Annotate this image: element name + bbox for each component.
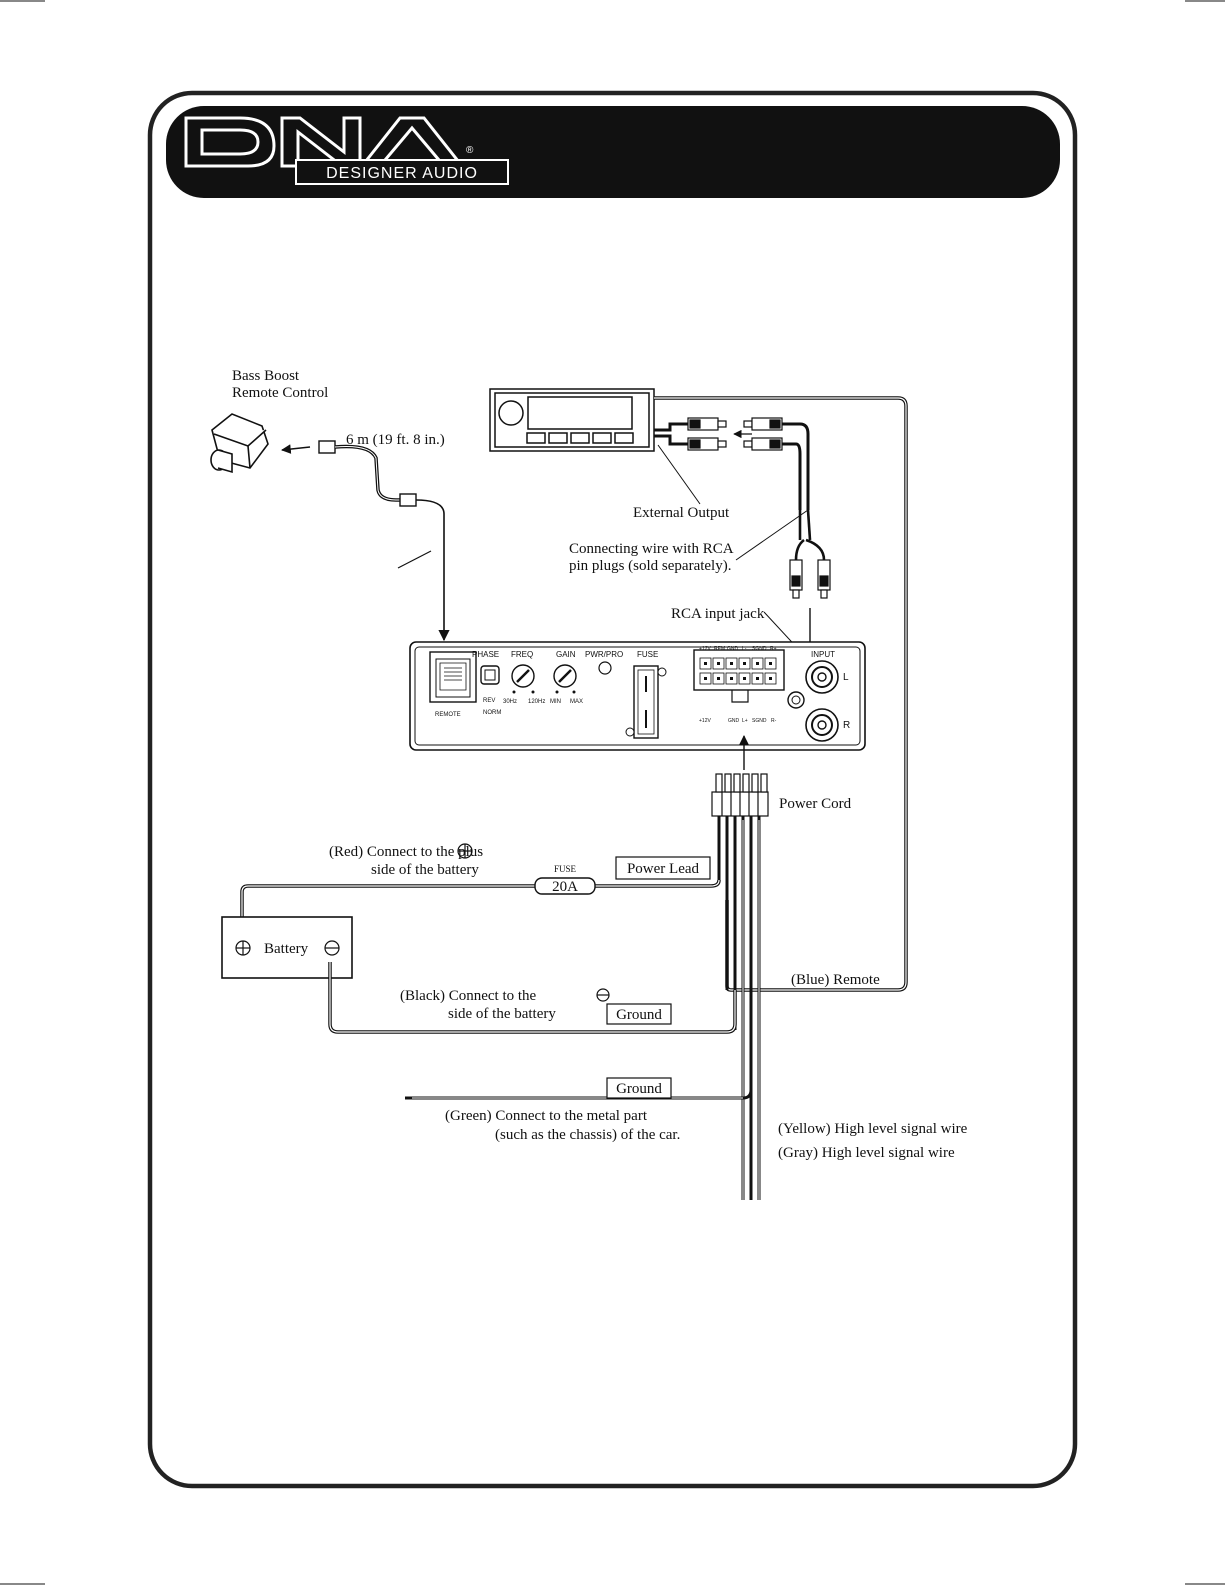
pin-top-4: L- [742,646,747,652]
cable-length-label: 6 m (19 ft. 8 in.) [346,432,445,448]
ground-label-1: Ground [616,1007,662,1023]
rca-jack-r[interactable] [805,708,839,742]
freq-label: FREQ [511,650,533,659]
registered-mark: ® [466,145,474,156]
pin-top-1: +12V [699,646,711,652]
rca-plugs-input-icon [789,559,831,599]
red-wire-label-1: (Red) Connect to the plus [329,844,483,860]
remote-jack-icon [429,651,477,703]
wire-bundle [717,816,761,1200]
hz30-label: 30Hz [503,699,517,705]
inline-fuse-icon [534,877,596,895]
power-lead-box [615,856,711,880]
battery-plus-icon [235,940,251,956]
pin-top-6: R+ [770,646,777,652]
remote-control-label: Remote Control [232,385,328,401]
bass-boost-remote-icon [210,413,269,474]
remote-plug-icon [318,440,336,454]
remote-cable [334,444,400,502]
pin-top-3: GND [727,646,739,652]
pin-bottom-3: L+ [742,718,748,724]
ch-l-label: L [843,672,849,683]
fuse-caption: FUSE [554,864,577,874]
pin-bottom-1: +12V [699,718,711,724]
ch-r-label: R [843,720,850,731]
input-label: INPUT [811,650,835,659]
blue-remote-label: (Blue) Remote [791,972,880,988]
yellow-wire-label: (Yellow) High level signal wire [778,1121,968,1137]
pin-bottom-2: GND [728,718,740,724]
power-lead-label: Power Lead [627,861,700,877]
pin-bottom-5: R- [771,718,777,724]
battery-minus-icon [324,940,340,956]
fuse-panel-label: FUSE [637,650,658,659]
plus-symbol-icon [457,843,473,859]
dna-logo: ® DESIGNER AUDIO [184,116,509,185]
power-cord-label: Power Cord [779,796,852,812]
gray-wire-label: (Gray) High level signal wire [778,1145,955,1161]
green-wire-label-1: (Green) Connect to the metal part [445,1108,648,1124]
rca-wire-label-1: Connecting wire with RCA [569,541,734,557]
pin-top-5: SGND [752,646,767,652]
pwr-led-icon [598,661,612,675]
pin-bottom-4: SGND [752,718,767,724]
battery-label: Battery [264,941,309,957]
max-label: MAX [570,699,583,705]
rca-jack-l[interactable] [805,660,839,694]
red-wire-label-2: side of the battery [371,862,479,878]
ground-screw-icon [787,691,805,709]
rev-label: REV [483,698,495,704]
black-wire-label-1: (Black) Connect to the [400,988,537,1004]
bass-boost-label: Bass Boost [232,368,300,384]
minus-symbol-icon [596,988,610,1002]
remote-plug-2-icon [399,493,417,507]
page-frame [147,90,1078,1489]
fuse-rating: 20A [552,879,578,895]
black-wire-label-2: side of the battery [448,1006,556,1022]
external-output-label: External Output [633,505,730,521]
min-label: MIN [550,699,561,705]
ground-box-1 [606,1003,672,1025]
phase-switch[interactable] [480,665,500,685]
head-unit-icon [489,388,655,452]
green-ground-wire [405,1040,753,1100]
green-wire-label-2: (such as the chassis) of the car. [495,1127,680,1143]
ground-box-2 [606,1077,672,1099]
phase-label: PHASE [472,650,499,659]
rca-wire-label-2: pin plugs (sold separately). [569,558,731,574]
remote-port-label: REMOTE [435,712,461,718]
rca-plugs-left-icon [687,417,727,451]
rca-input-jack-label: RCA input jack [671,606,765,622]
gain-label: GAIN [556,650,576,659]
power-cord-connector-icon [711,773,769,817]
brand-tagline: DESIGNER AUDIO [326,165,478,182]
pin-top-2: REM [714,646,725,652]
pwr-pro-label: PWR/PRO [585,650,623,659]
ground-label-2: Ground [616,1081,662,1097]
amplifier-panel: REMOTE PHASE REV NORM FREQ 30Hz 120Hz GA… [409,641,866,751]
hz120-label: 120Hz [528,699,545,705]
norm-label: NORM [483,710,501,716]
